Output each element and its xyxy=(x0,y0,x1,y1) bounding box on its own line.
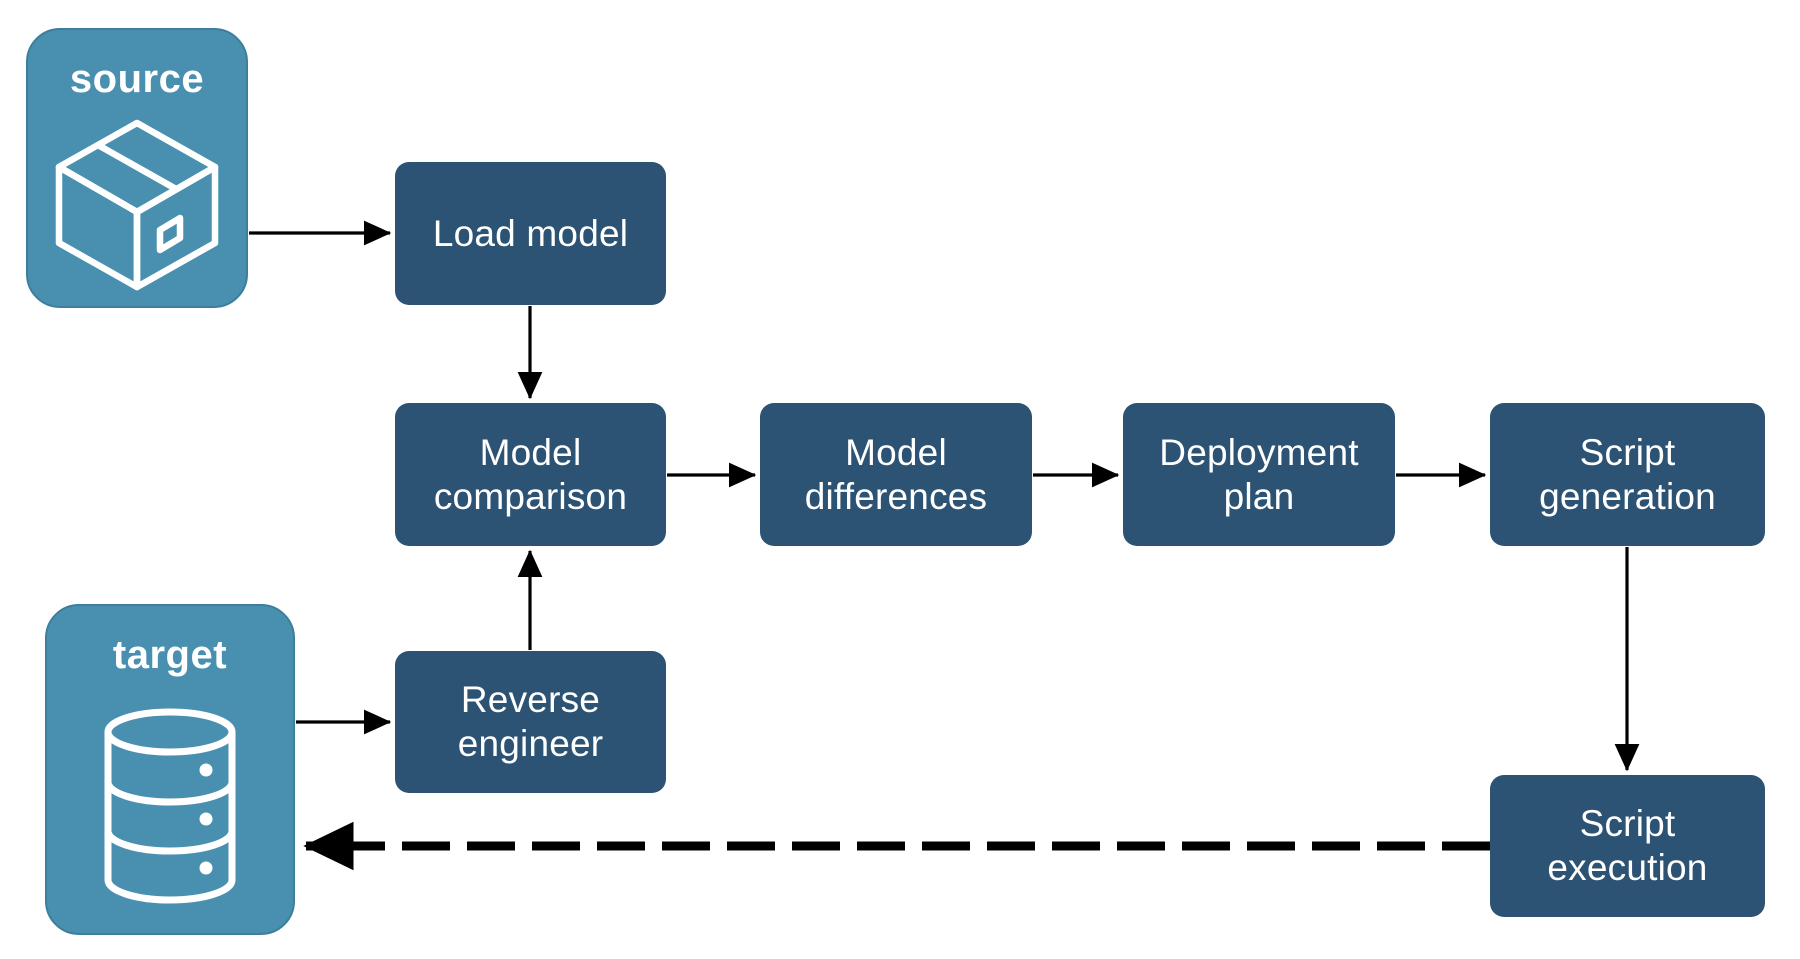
process-load-model-label: Load model xyxy=(432,212,629,254)
process-model-differences[interactable]: Model differences xyxy=(760,403,1032,546)
process-deployment-plan[interactable]: Deployment plan xyxy=(1123,403,1395,546)
process-load-model[interactable]: Load model xyxy=(395,162,666,305)
endpoint-target-label: target xyxy=(112,633,228,677)
process-reverse-engineer-label: Reverse engineer xyxy=(457,679,604,764)
process-script-execution[interactable]: Script execution xyxy=(1490,775,1765,917)
endpoint-source-label: source xyxy=(69,57,205,101)
package-box-icon xyxy=(28,103,246,306)
process-script-execution-label: Script execution xyxy=(1547,803,1708,888)
endpoint-target[interactable]: target xyxy=(45,604,295,935)
process-reverse-engineer[interactable]: Reverse engineer xyxy=(395,651,666,793)
process-model-comparison[interactable]: Model comparison xyxy=(395,403,666,546)
endpoint-source[interactable]: source xyxy=(26,28,248,308)
process-model-differences-label: Model differences xyxy=(804,431,988,517)
process-script-generation-label: Script generation xyxy=(1539,431,1716,517)
process-model-comparison-label: Model comparison xyxy=(433,431,628,517)
database-cylinder-icon xyxy=(47,679,293,933)
process-deployment-plan-label: Deployment plan xyxy=(1159,431,1359,517)
process-script-generation[interactable]: Script generation xyxy=(1490,403,1765,546)
